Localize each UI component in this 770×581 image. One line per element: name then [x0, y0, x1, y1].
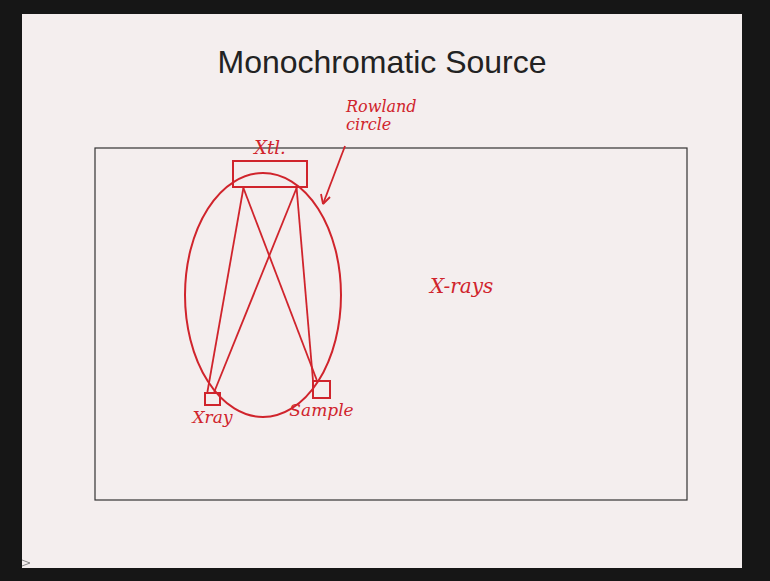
beam-line	[207, 188, 243, 392]
leader-line	[323, 146, 345, 204]
node-label: Xtl.	[254, 138, 286, 158]
content-frame	[95, 148, 687, 500]
beam-line	[243, 188, 316, 380]
sample-box: Sample	[312, 380, 331, 399]
xray-source-box: Xray	[204, 392, 221, 406]
nav-icon	[22, 560, 30, 566]
callout-label: Rowland circle	[346, 98, 420, 135]
leader-arrowhead	[321, 194, 330, 204]
beam-label: X-rays	[430, 275, 493, 298]
crystal-box: Xtl.	[232, 160, 308, 188]
beam-line	[297, 188, 313, 380]
slide-title: Monochromatic Source	[22, 44, 742, 81]
rowland-circle	[185, 173, 341, 417]
node-label: Xray	[193, 408, 233, 427]
node-label: Sample	[289, 401, 353, 420]
slide-background	[22, 14, 742, 568]
